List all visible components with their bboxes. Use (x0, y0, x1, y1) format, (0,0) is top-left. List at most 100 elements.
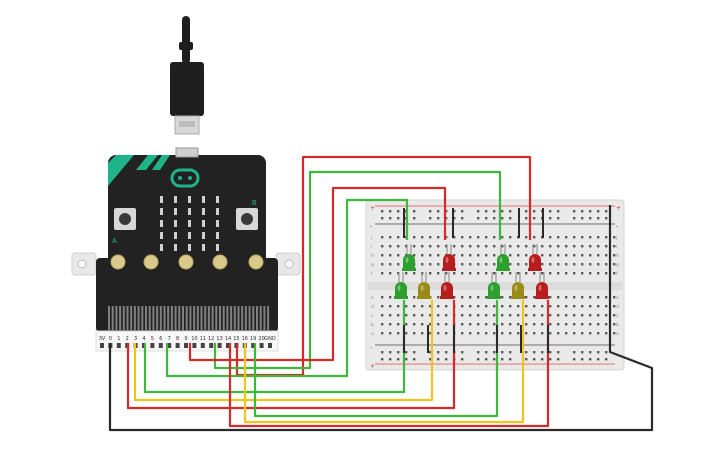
breadboard-jumpers (403, 208, 549, 353)
pin-label: 9 (184, 336, 187, 342)
row-letter: e (616, 296, 619, 301)
header-pin[interactable] (175, 343, 180, 348)
row-letter: a (616, 332, 619, 337)
pin-label: 14 (225, 336, 231, 342)
wire-red[interactable] (228, 300, 550, 428)
rail-minus-label-bottom: - (370, 344, 372, 351)
pin-label: 2 (126, 336, 129, 342)
led-yellow[interactable] (511, 272, 525, 299)
header-pin[interactable] (268, 343, 272, 348)
usb-port (175, 147, 199, 158)
button-b[interactable]: B (236, 200, 258, 230)
led-red[interactable] (528, 244, 542, 271)
header-pin[interactable] (116, 343, 121, 348)
pin-label: 13 (216, 336, 222, 342)
pin-label: 19 (250, 336, 256, 342)
pin-label: 11 (200, 336, 206, 342)
header-pin[interactable] (200, 343, 205, 348)
pin-label: 16 (242, 336, 248, 342)
row-letter: g (616, 263, 619, 268)
wire-red[interactable] (126, 300, 456, 410)
header-pin[interactable] (100, 343, 104, 348)
header-pin[interactable] (192, 343, 197, 348)
wire-red[interactable] (188, 186, 447, 362)
matrix-led (202, 232, 205, 239)
row-letter: g (371, 263, 374, 268)
matrix-led (202, 244, 205, 251)
large-pin-rings (110, 254, 264, 270)
button-a-label: A (112, 238, 117, 245)
led-green[interactable] (496, 244, 510, 271)
matrix-led (216, 208, 219, 215)
row-letter: f (616, 271, 618, 277)
wire-green[interactable] (165, 198, 409, 378)
rail-plus-label-top: + (370, 205, 375, 212)
matrix-led (160, 220, 163, 227)
pin-label: 3 (134, 336, 137, 342)
led-red[interactable] (442, 244, 456, 271)
matrix-led (188, 232, 191, 239)
rail-minus-label-top: - (370, 223, 372, 230)
matrix-led (160, 232, 163, 239)
led-yellow[interactable] (417, 272, 431, 299)
row-letter: f (371, 271, 373, 277)
wire-green[interactable] (253, 300, 499, 418)
row-letter: i (616, 244, 617, 250)
row-letter: b (371, 322, 374, 328)
matrix-led (174, 232, 177, 239)
matrix-led (202, 220, 205, 227)
matrix-led (202, 208, 205, 215)
header-pin[interactable] (150, 343, 155, 348)
pin-label: 1 (117, 336, 120, 342)
edge-connector-strips (108, 306, 270, 330)
row-letter: h (371, 253, 374, 259)
pin-label: 8 (176, 336, 179, 342)
pin-label: 5 (151, 336, 154, 342)
matrix-led (174, 208, 177, 215)
header-pin[interactable] (209, 343, 214, 348)
header-pin[interactable] (251, 343, 256, 348)
row-letter: c (371, 314, 374, 319)
button-a[interactable]: A (112, 208, 136, 245)
matrix-led (216, 244, 219, 251)
header-pin[interactable] (226, 343, 230, 348)
matrix-led (216, 196, 219, 203)
led-red[interactable] (535, 272, 549, 299)
microbit-corner-accent (108, 155, 134, 186)
pin-label: 20 (258, 336, 264, 342)
header-pin[interactable] (184, 343, 188, 348)
rail-minus-label-top-right: - (616, 223, 618, 230)
header-pin[interactable] (167, 343, 172, 348)
row-letter: a (371, 332, 374, 337)
pin-label: 4 (142, 336, 145, 342)
pin-label: 15 (233, 336, 239, 342)
row-letter: j (370, 235, 372, 241)
wire-red[interactable] (235, 155, 532, 377)
wire-yellow[interactable] (133, 300, 434, 402)
leds (394, 244, 549, 299)
header-pin[interactable] (259, 343, 264, 348)
led-matrix (160, 196, 219, 251)
matrix-led (202, 196, 205, 203)
row-letter: d (616, 304, 619, 310)
led-green[interactable] (402, 244, 416, 271)
led-green[interactable] (487, 272, 501, 299)
matrix-led (174, 196, 177, 203)
header-pin[interactable] (158, 343, 163, 348)
row-letter: j (615, 235, 617, 241)
button-b-label: B (252, 200, 257, 207)
pin-label: 10 (191, 336, 197, 342)
header-pin[interactable] (217, 343, 222, 348)
wire-green[interactable] (213, 170, 502, 370)
matrix-led (216, 220, 219, 227)
wire-black-ground[interactable] (108, 205, 654, 432)
wire-yellow[interactable] (243, 300, 525, 424)
row-letters-right: j i h g f e d c b a (615, 235, 619, 337)
pin-label: 7 (168, 336, 171, 342)
led-red[interactable] (440, 272, 454, 299)
row-letter: d (371, 304, 374, 310)
led-green[interactable] (394, 272, 408, 299)
matrix-led (160, 196, 163, 203)
